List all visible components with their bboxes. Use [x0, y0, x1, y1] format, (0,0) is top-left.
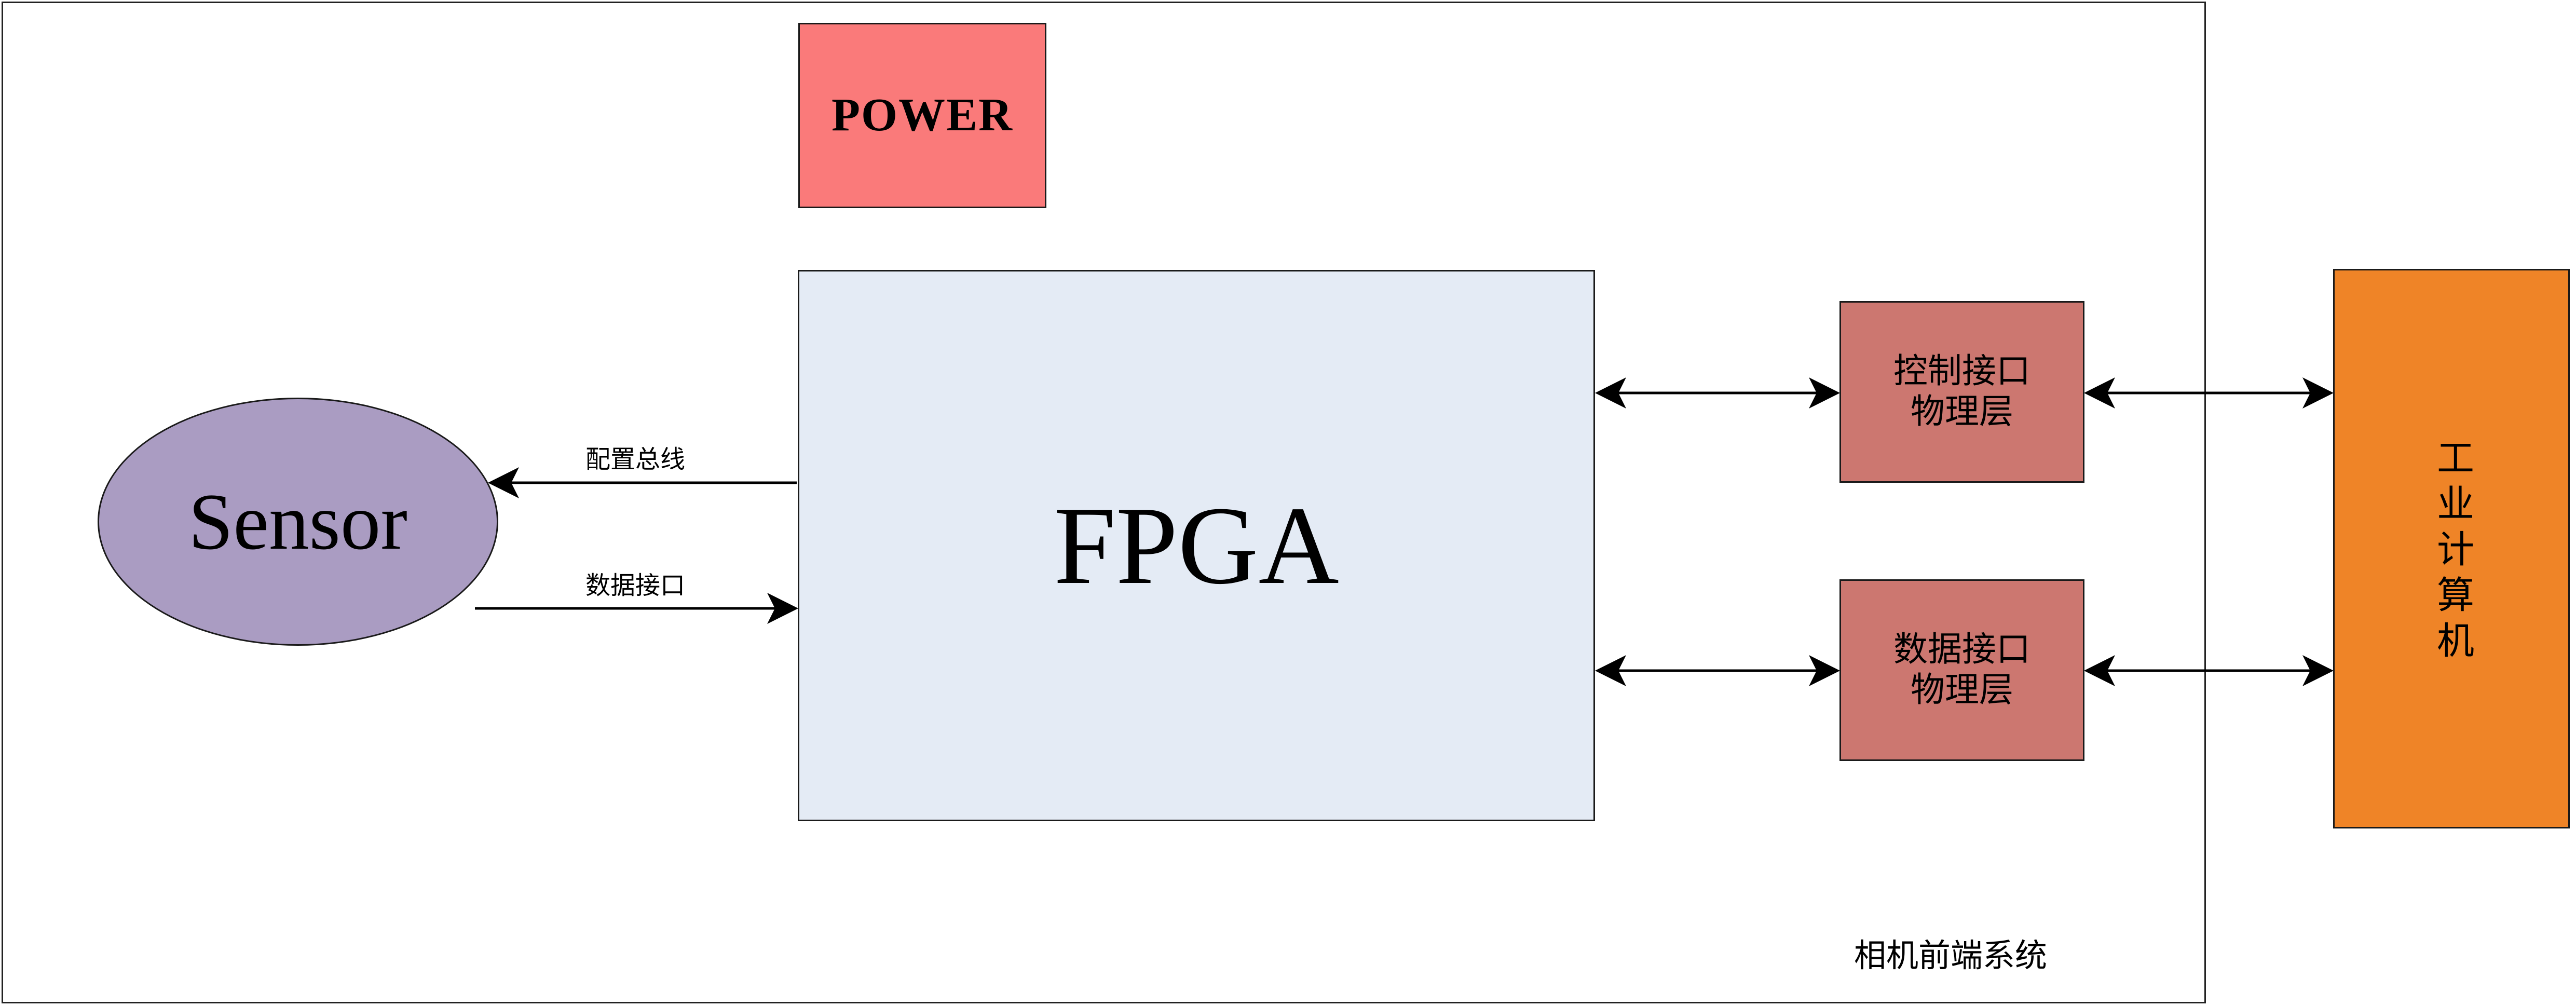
fpga-block[interactable]: FPGA: [798, 270, 1595, 821]
config-bus-edge-label: 配置总线: [585, 446, 686, 473]
fpga-block-label: FPGA: [1054, 483, 1339, 608]
power-block[interactable]: POWER: [798, 23, 1046, 208]
data-interface-phy-label-line2: 物理层: [1911, 671, 2013, 709]
sensor-block[interactable]: Sensor: [98, 398, 498, 646]
control-interface-phy-label-line1: 控制接口: [1893, 352, 2030, 391]
industrial-computer-label: 工业计算机: [2431, 438, 2473, 667]
industrial-computer-block[interactable]: 工业计算机: [2333, 269, 2570, 828]
power-block-label: POWER: [831, 89, 1013, 141]
control-interface-phy-label-line2: 物理层: [1911, 393, 2013, 431]
data-interface-phy-label: 数据接口 物理层: [1893, 630, 2030, 711]
system-caption: 相机前端系统: [1854, 939, 2048, 974]
control-interface-phy-block[interactable]: 控制接口 物理层: [1839, 301, 2084, 483]
data-interface-phy-label-line1: 数据接口: [1893, 631, 2030, 669]
camera-front-end-system-boundary: [2, 2, 2206, 1003]
sensor-block-label: Sensor: [188, 477, 407, 566]
data-interface-edge-label: 数据接口: [585, 572, 686, 600]
control-interface-phy-label: 控制接口 物理层: [1893, 351, 2030, 432]
data-interface-phy-block[interactable]: 数据接口 物理层: [1839, 579, 2084, 761]
